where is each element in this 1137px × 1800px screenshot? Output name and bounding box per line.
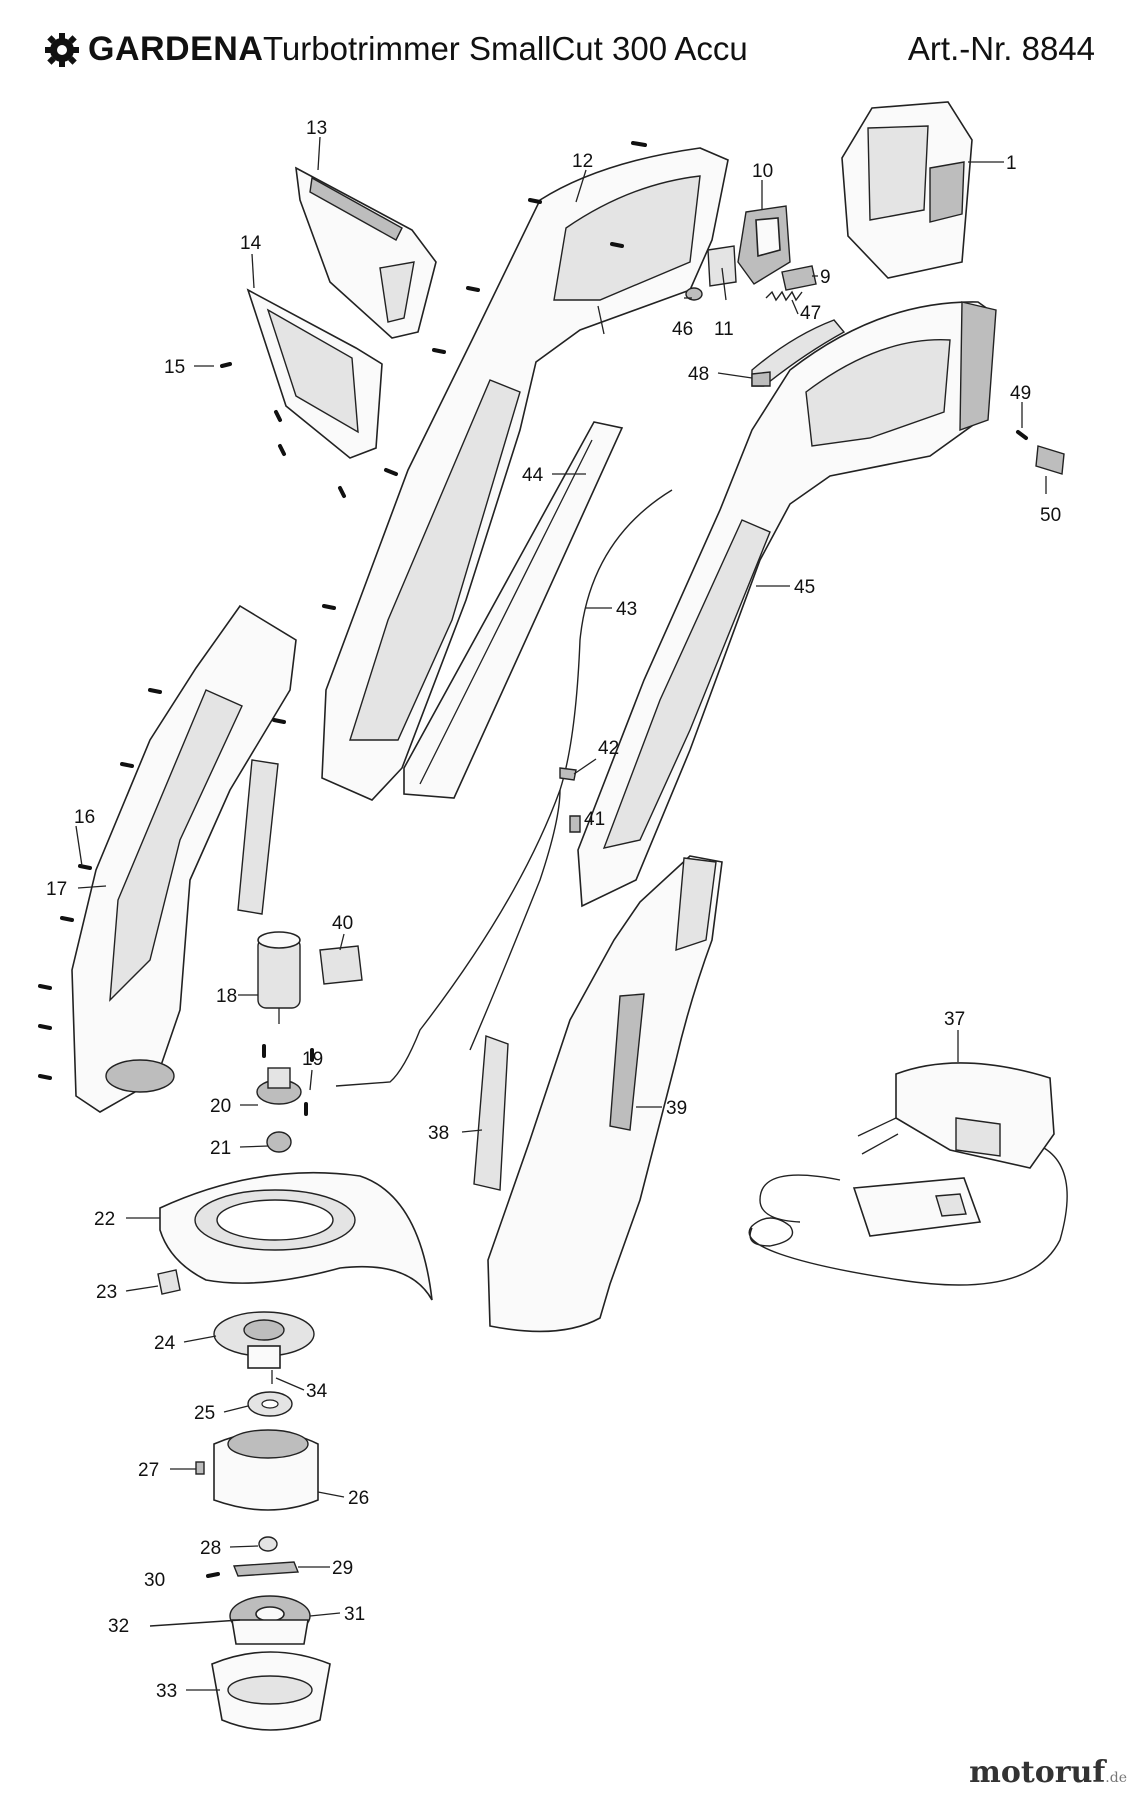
label-1: 1 (1006, 153, 1017, 174)
label-12: 12 (572, 151, 593, 172)
part-30-screw (206, 1572, 220, 1578)
part-41-connector (569, 815, 581, 833)
part-38-mesh (473, 1035, 509, 1191)
label-15: 15 (164, 357, 185, 378)
label-34: 34 (306, 1381, 328, 1402)
watermark: motoruf.de (969, 1755, 1127, 1790)
part-32-line (149, 1619, 241, 1627)
label-27: 27 (138, 1460, 159, 1481)
label-24: 24 (154, 1333, 176, 1354)
part-21-gear (266, 1131, 292, 1153)
part-13-cover (295, 166, 437, 339)
gear-icon (45, 32, 79, 67)
part-22-guard (159, 1172, 433, 1301)
part-44-bar (403, 421, 624, 799)
label-21: 21 (210, 1138, 231, 1159)
label-40: 40 (332, 913, 353, 934)
part-46-washer (685, 287, 703, 301)
header: GARDENA Turbotrimmer SmallCut 300 Accu A… (0, 0, 1137, 100)
label-32: 32 (108, 1616, 129, 1637)
article-number: Art.-Nr. 8844 (907, 30, 1095, 67)
part-26-spool-housing (213, 1429, 319, 1511)
watermark-word: motoruf (969, 1755, 1106, 1790)
label-26: 26 (348, 1488, 369, 1509)
label-50: 50 (1040, 505, 1061, 526)
part-27-pin (195, 1461, 205, 1475)
part-39-shaft (487, 855, 723, 1333)
label-20: 20 (210, 1096, 231, 1117)
label-47: 47 (800, 303, 821, 324)
part-48-trigger (751, 319, 846, 387)
part-24-flange (213, 1311, 315, 1369)
label-28: 28 (200, 1538, 221, 1559)
part-29-blade (232, 1561, 300, 1577)
label-30: 30 (144, 1570, 165, 1591)
label-49: 49 (1010, 383, 1031, 404)
part-11-plate (707, 245, 737, 287)
part-23-clip (157, 1269, 181, 1295)
label-31: 31 (344, 1604, 365, 1625)
label-25: 25 (194, 1403, 215, 1424)
part-47-spring (765, 290, 803, 302)
label-17: 17 (46, 879, 67, 900)
part-42-clip (559, 767, 577, 781)
product-title: Turbotrimmer SmallCut 300 Accu (263, 30, 748, 67)
part-43-cable (335, 489, 673, 1087)
label-44: 44 (522, 465, 544, 486)
label-10: 10 (752, 161, 773, 182)
part-31-spool (229, 1595, 311, 1645)
label-39: 39 (666, 1098, 687, 1119)
label-29: 29 (332, 1558, 353, 1579)
label-33: 33 (156, 1681, 177, 1702)
part-37-charger (748, 1062, 1068, 1286)
label-43: 43 (616, 599, 637, 620)
label-9: 9 (820, 267, 831, 288)
part-14-frame (246, 288, 383, 459)
part-33-cap (211, 1651, 331, 1731)
label-46: 46 (672, 319, 693, 340)
screws (38, 141, 1028, 1116)
label-37: 37 (944, 1009, 965, 1030)
label-38: 38 (428, 1123, 449, 1144)
part-45-lower-housing (577, 301, 997, 908)
label-16: 16 (74, 807, 95, 828)
part-1-battery (841, 101, 973, 279)
label-23: 23 (96, 1282, 117, 1303)
part-17-motor-housing (71, 604, 297, 1113)
brand-logo: GARDENA (44, 30, 263, 69)
part-40-pad (319, 945, 363, 985)
label-42: 42 (598, 738, 619, 759)
label-48: 48 (688, 364, 709, 385)
label-19: 19 (302, 1049, 323, 1070)
part-labels: 1 9 10 11 12 13 14 15 16 17 18 19 20 21 … (46, 118, 1061, 1702)
label-13: 13 (306, 118, 327, 139)
part-28-nut (258, 1536, 278, 1552)
label-45: 45 (794, 577, 815, 598)
part-12-upper-housing (321, 147, 729, 801)
label-18: 18 (216, 986, 237, 1007)
part-strip-mesh (237, 759, 279, 915)
part-9-switch (781, 265, 817, 291)
part-25-washer (247, 1391, 293, 1417)
part-10-switch-board (737, 205, 791, 285)
part-20-gear-holder (256, 1067, 302, 1105)
label-14: 14 (240, 233, 262, 254)
leader-lines (75, 136, 1023, 1691)
part-50-plug (1035, 445, 1065, 494)
label-22: 22 (94, 1209, 115, 1230)
label-11: 11 (714, 319, 734, 340)
watermark-tld: .de (1105, 1770, 1127, 1786)
label-41: 41 (584, 809, 605, 830)
brand-name: GARDENA (88, 30, 264, 68)
part-18-motor (257, 931, 301, 1024)
